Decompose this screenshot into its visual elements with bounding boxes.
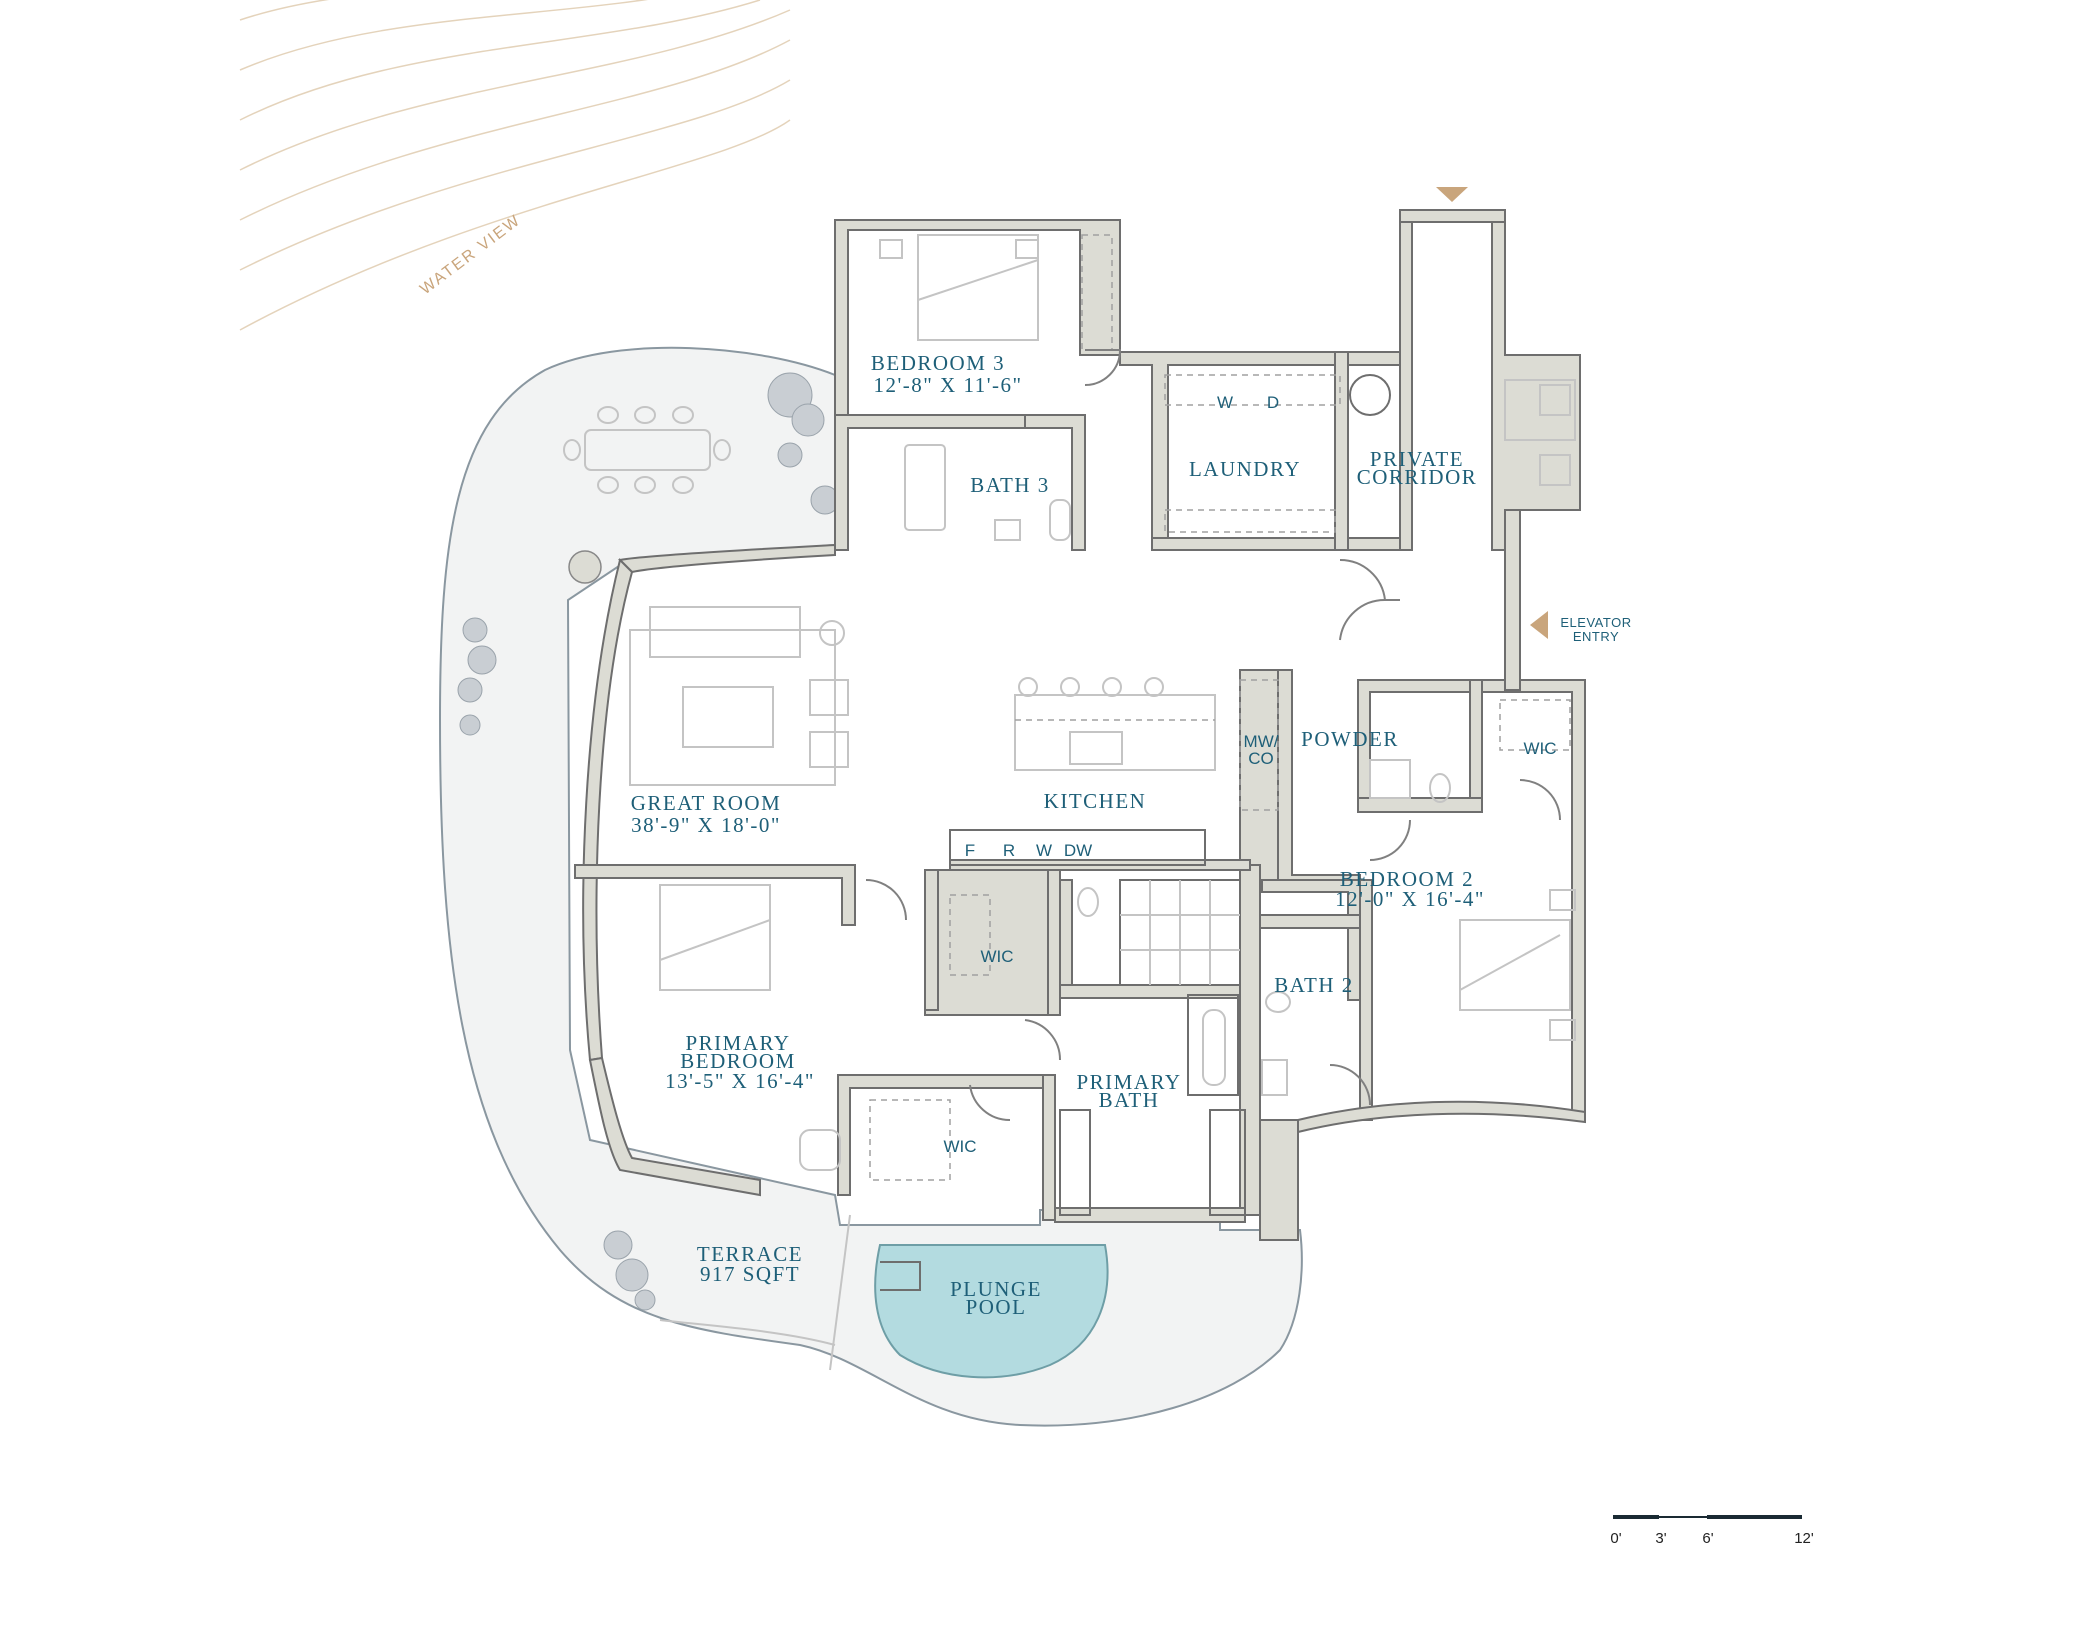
plant-icons <box>457 372 840 1311</box>
private-corridor-line1: PRIVATE <box>1370 447 1464 471</box>
scale-label-0: 0' <box>1610 1530 1621 1547</box>
bedroom2-dims: 12'-0" X 16'-4" <box>1335 887 1485 911</box>
elevator-arrow-icon <box>1530 611 1548 639</box>
bedroom3-dims: 12'-8" X 11'-6" <box>873 373 1022 397</box>
entry-arrow-icon <box>1436 187 1468 202</box>
primary-bath-line1: PRIMARY <box>1076 1070 1181 1094</box>
powder-name: POWDER <box>1301 727 1399 751</box>
wic-bed2-name: WIC <box>1523 739 1556 758</box>
terrace-rail <box>659 1319 836 1346</box>
primary-bedroom-dims: 13'-5" X 16'-4" <box>665 1069 815 1093</box>
kitchen-appliance-r: R <box>1003 841 1015 860</box>
dryer-label: D <box>1267 393 1279 412</box>
bath3-name: BATH 3 <box>970 473 1050 497</box>
water-contours <box>239 0 791 331</box>
wic-primary-upper-name: WIC <box>980 947 1013 966</box>
mw-co-line2: CO <box>1248 749 1274 768</box>
kitchen-appliance-w: W <box>1036 841 1052 860</box>
elevator-entry-line2: ENTRY <box>1573 629 1619 644</box>
great-room-name: GREAT ROOM <box>631 791 782 815</box>
primary-bedroom-line2: BEDROOM <box>680 1049 796 1073</box>
scale-label-3: 3' <box>1655 1530 1666 1547</box>
washer-label: W <box>1217 393 1233 412</box>
plunge-pool <box>874 1244 1109 1379</box>
mw-co-line1: MW/ <box>1244 732 1279 751</box>
kitchen-appliance-dw: DW <box>1064 841 1092 860</box>
scale-label-12: 12' <box>1794 1530 1814 1547</box>
outdoor-dining-table <box>584 429 711 471</box>
furniture <box>629 234 1576 1216</box>
private-corridor-line2: CORRIDOR <box>1357 465 1478 489</box>
bedroom3-name: BEDROOM 3 <box>871 351 1005 375</box>
wic-primary-lower-name: WIC <box>943 1137 976 1156</box>
primary-bedroom-line1: PRIMARY <box>685 1031 790 1055</box>
bedroom2-name: BEDROOM 2 <box>1340 867 1474 891</box>
primary-bath-line2: BATH <box>1099 1088 1160 1112</box>
plunge-pool-line1: PLUNGE <box>950 1277 1042 1301</box>
scale-bar <box>1613 1515 1802 1519</box>
great-room-dims: 38'-9" X 18'-0" <box>631 813 781 837</box>
pool-steps <box>880 1261 921 1291</box>
bath2-name: BATH 2 <box>1274 973 1354 997</box>
terrace-name: TERRACE <box>697 1242 803 1266</box>
planter <box>568 550 602 584</box>
plunge-pool-line2: POOL <box>966 1295 1027 1319</box>
water-view-label: WATER VIEW <box>417 212 524 299</box>
door-swings <box>865 349 1561 1122</box>
outdoor-dining-chairs <box>563 406 731 494</box>
kitchen-appliance-f: F <box>965 841 975 860</box>
elevator-entry-line1: ELEVATOR <box>1560 615 1631 630</box>
laundry-name: LAUNDRY <box>1189 457 1301 481</box>
scale-label-6: 6' <box>1702 1530 1713 1547</box>
kitchen-name: KITCHEN <box>1044 789 1147 813</box>
terrace-area-value: 917 SQFT <box>700 1262 800 1286</box>
terrace-area <box>438 346 1303 1427</box>
